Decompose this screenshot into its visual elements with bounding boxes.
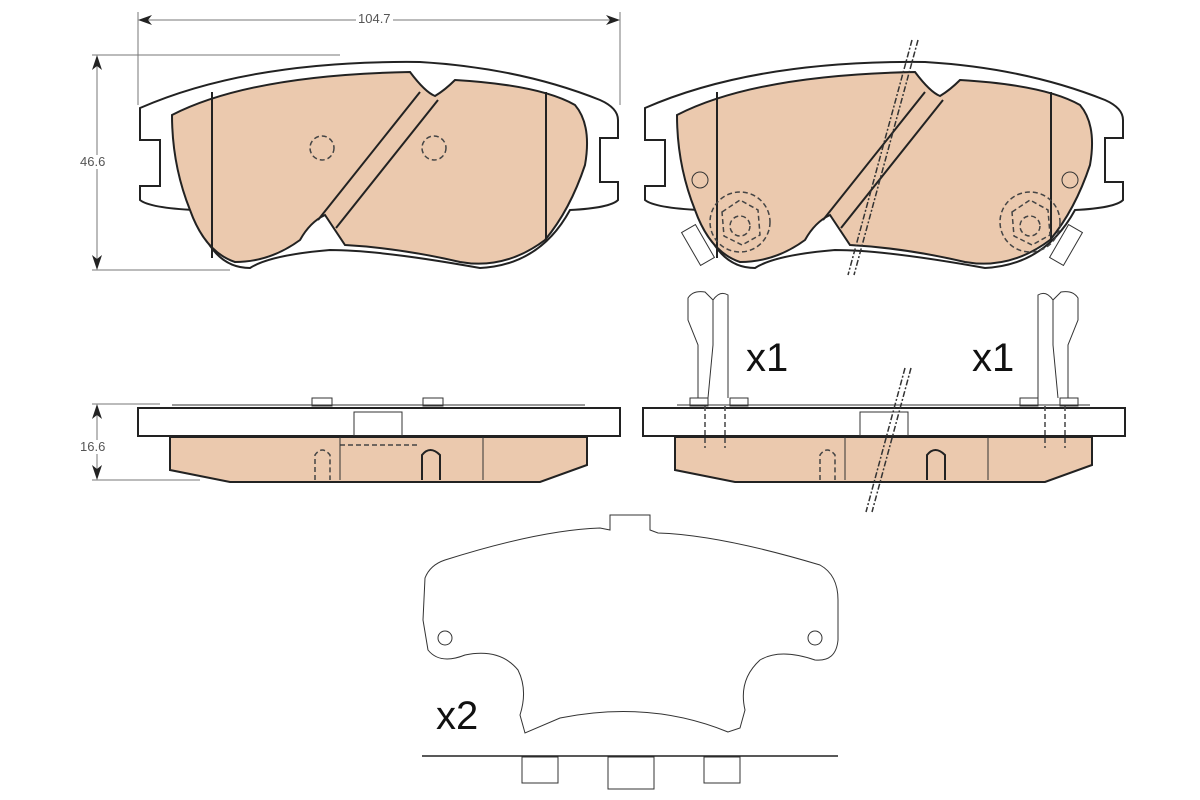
height-dimension-label: 46.6 <box>78 154 108 169</box>
pad-side-view-right <box>642 291 1126 513</box>
anti-squeal-shim <box>422 514 839 790</box>
sensor-right-quantity: x1 <box>972 336 1015 380</box>
sensor-left-quantity: x1 <box>746 336 789 380</box>
height-dimension <box>92 54 340 271</box>
shim-quantity: x2 <box>436 694 479 738</box>
pad-front-view-right <box>644 39 1124 276</box>
pad-front-view-left <box>139 60 619 270</box>
thickness-dimension-label: 16.6 <box>78 439 108 454</box>
pad-side-view-left <box>137 397 621 483</box>
width-dimension-label: 104.7 <box>356 11 393 26</box>
